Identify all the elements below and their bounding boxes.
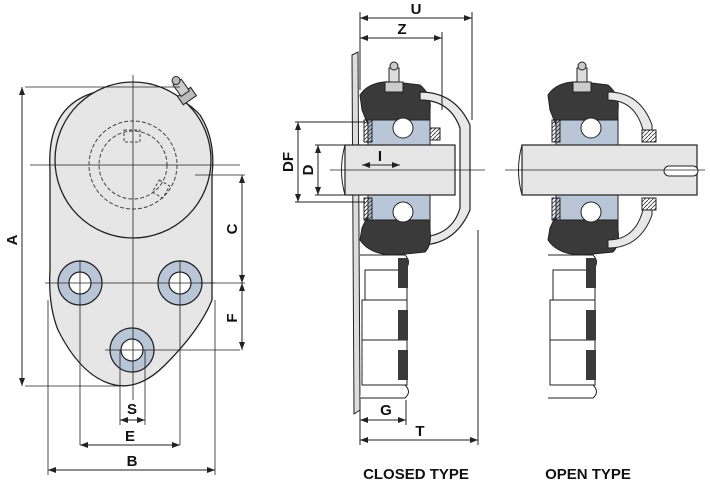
label-B: B [127,453,138,470]
caption-closed-type: CLOSED TYPE [363,466,469,483]
label-T: T [415,423,424,440]
label-F: F [224,313,241,322]
label-Z: Z [397,21,406,38]
key-slot [123,129,141,143]
label-C: C [224,223,241,234]
label-A: A [4,234,21,245]
grease-nipple-front [171,76,198,106]
label-I: I [378,148,382,165]
label-S: S [127,401,137,418]
label-U: U [411,1,422,18]
open-type-view: OPEN TYPE [505,61,705,483]
grease-nipple-open [572,61,592,93]
label-DF: DF [280,152,297,172]
front-view: A C F B E S [4,75,245,475]
set-screw [151,179,171,199]
housing-upper [359,81,431,126]
label-E: E [125,428,135,445]
closed-type-view: U Z DF D I G T CLOSED TYPE [280,1,485,483]
label-D: D [300,164,317,175]
label-G: G [380,402,392,419]
grease-nipple-closed [384,61,404,93]
caption-open-type: OPEN TYPE [545,466,631,483]
